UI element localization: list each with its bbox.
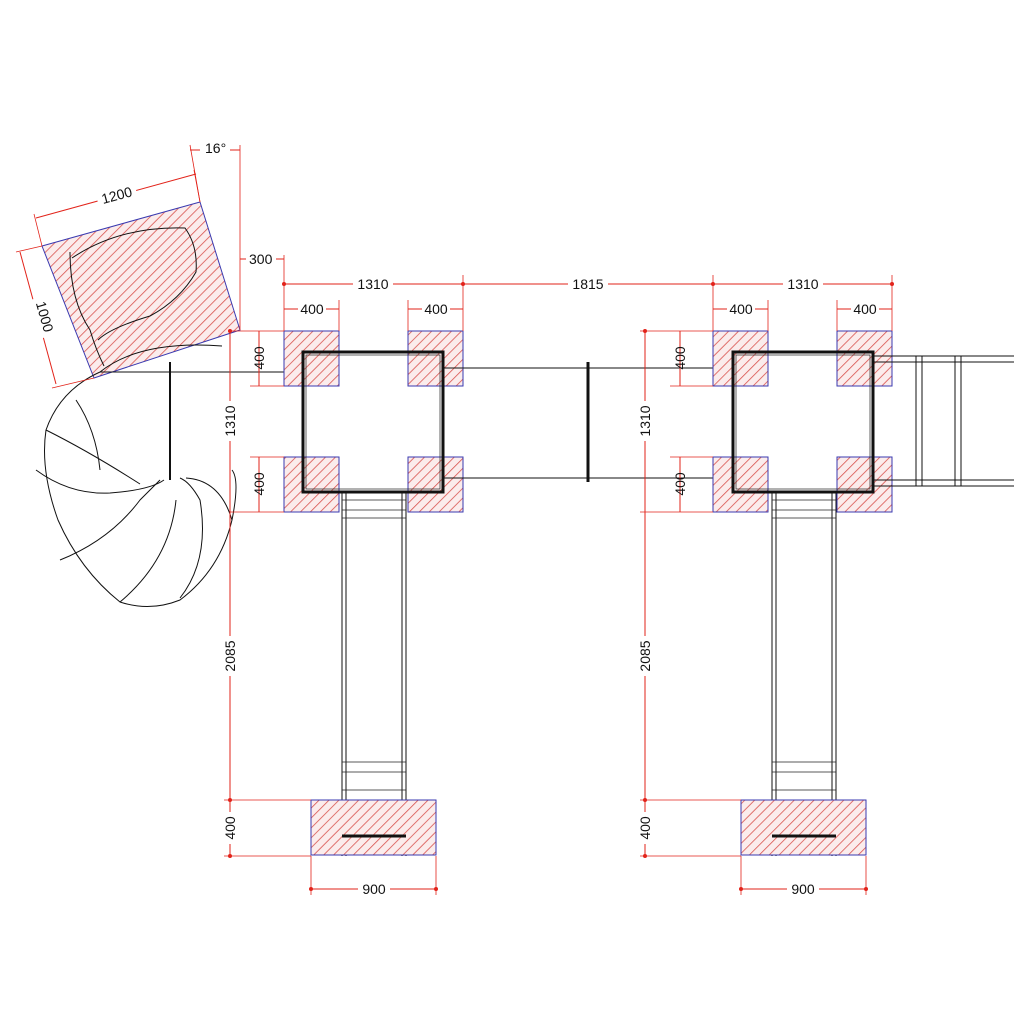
tower-2-ramp-base-pad [740,799,867,856]
base-width-label: 900 [791,881,815,897]
tower-2-depth-label: 1310 [637,405,653,436]
tower-1-pad-bl [283,456,340,513]
side-rail [873,355,1014,487]
tower-1-pad-tl [283,330,340,387]
ladder-length-label: 2085 [222,640,238,671]
tower-1 [283,330,464,513]
pad-size-label: 400 [424,301,448,317]
tower-2-pad-tl [712,330,769,387]
spiral-slide [35,344,300,607]
ladder-length-label: 2085 [637,640,653,671]
tower-1-width-label: 1310 [357,276,388,292]
tower-1-ramp [310,492,437,856]
pad-size-label: 400 [729,301,753,317]
pad-size-label: 400 [672,472,688,496]
angle-label: 16° [205,140,226,156]
base-pad-depth-label: 400 [637,816,653,840]
dimension-labels: 16° 1200 1000 300 1310 1815 1310 400 400… [30,140,879,897]
tower-1-pad-tr [407,330,464,387]
tower-2-pad-br [836,456,893,513]
pad-size-label: 400 [300,301,324,317]
tower-2-pad-bl [712,456,769,513]
tower-1-depth-label: 1310 [222,405,238,436]
slide-pad-width-label: 1200 [100,183,134,207]
pad-size-label: 400 [672,346,688,370]
tower-2-width-label: 1310 [787,276,818,292]
tower-1-pad-br [407,456,464,513]
base-pad-depth-label: 400 [222,816,238,840]
bridge [443,362,713,482]
slide-offset-label: 300 [249,251,273,267]
tower-1-ramp-base-pad [310,799,437,856]
base-width-label: 900 [362,881,386,897]
pad-size-label: 400 [853,301,877,317]
pad-size-label: 400 [251,346,267,370]
tower-2 [712,330,893,513]
pad-size-label: 400 [251,472,267,496]
tower-2-ramp [740,492,867,856]
tower-gap-label: 1815 [572,276,603,292]
tower-2-pad-tr [836,330,893,387]
